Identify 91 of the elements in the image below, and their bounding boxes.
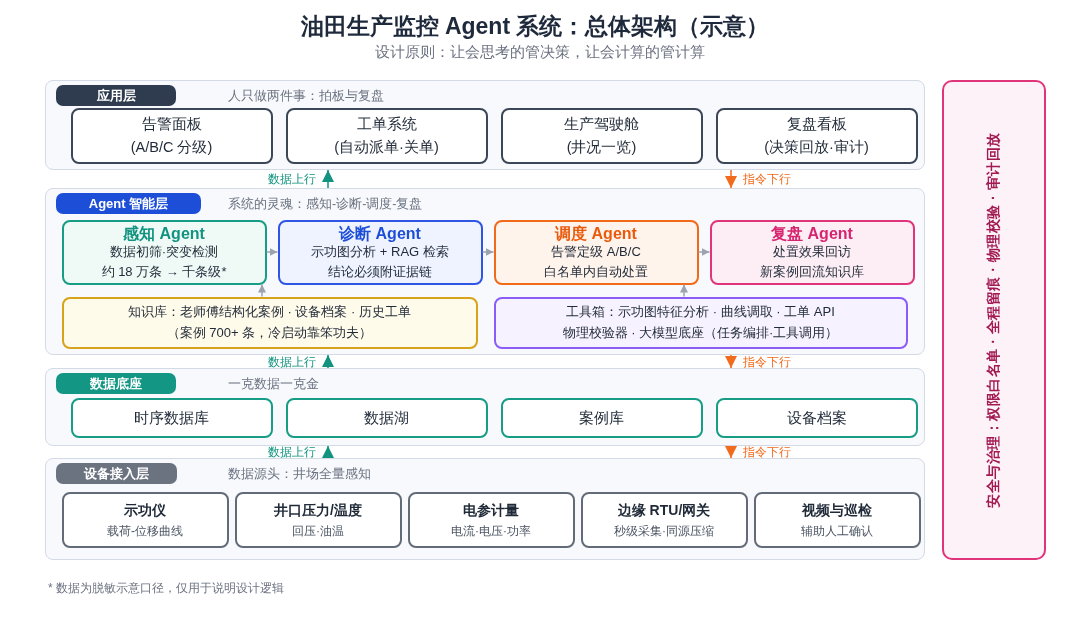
edge-label: 数据上行 bbox=[268, 354, 316, 369]
agent-name: 调度 Agent bbox=[555, 224, 637, 243]
arrow bbox=[725, 169, 737, 189]
toolbox-box bbox=[493, 296, 908, 349]
layer-tag: 应用层 bbox=[56, 85, 176, 106]
knowledge-box bbox=[61, 296, 478, 349]
layer-note: 数据源头：井场全量感知 bbox=[228, 466, 371, 482]
agent-box bbox=[61, 219, 267, 285]
device-name: 视频与巡检 bbox=[802, 500, 872, 519]
layer-tag: Agent 智能层 bbox=[56, 193, 201, 214]
module-box bbox=[500, 107, 703, 164]
device-name: 井口压力/温度 bbox=[274, 500, 362, 519]
module-box bbox=[715, 107, 918, 164]
agent-name: 复盘 Agent bbox=[771, 224, 853, 243]
device-box bbox=[753, 491, 921, 548]
layer-band bbox=[45, 188, 925, 355]
module-name: 复盘看板 bbox=[786, 115, 847, 134]
data-store-box bbox=[70, 397, 273, 438]
device-box bbox=[407, 491, 575, 548]
module-name: 工单系统 bbox=[356, 115, 417, 134]
device-name: 示功仪 bbox=[124, 500, 166, 519]
edge-label: 指令下行 bbox=[743, 444, 791, 460]
arrow bbox=[481, 248, 495, 256]
device-box bbox=[580, 491, 748, 548]
layer-note: 系统的灵魂：感知-诊断-调度-复盘 bbox=[228, 196, 423, 212]
subtitle: 设计原则：让会思考的管决策，让会计算的管计算 bbox=[375, 42, 705, 61]
arrow bbox=[265, 248, 279, 256]
layer-note: 一克数据一克金 bbox=[228, 376, 319, 392]
arrow bbox=[322, 169, 334, 189]
store-name: 时序数据库 bbox=[134, 408, 209, 428]
module-name: 生产驾驶舱 bbox=[564, 115, 639, 134]
module-detail: (井况一览) bbox=[566, 138, 637, 157]
agent-duty: 处置效果回访 bbox=[773, 242, 851, 260]
info-text: （案例 700+ 条，冷启动靠笨功夫） bbox=[166, 324, 373, 342]
data-store-box bbox=[285, 397, 488, 438]
device-box bbox=[234, 491, 402, 548]
governance-text: 安全与治理：权限白名单 · 全程留痕 · 物理校验 · 审计回放 bbox=[985, 132, 1002, 508]
info-text: 知识库：老师傅结构化案例 · 设备档案 · 历史工单 bbox=[127, 303, 412, 321]
diagram-title: 油田生产监控 Agent 系统：总体架构（示意） bbox=[300, 12, 770, 40]
arrow bbox=[322, 354, 334, 369]
layer-tag: 设备接入层 bbox=[56, 463, 177, 484]
layer-note: 人只做两件事：拍板与复盘 bbox=[228, 88, 384, 104]
device-name: 电参计量 bbox=[463, 500, 519, 519]
module-box bbox=[70, 107, 273, 164]
edge-label: 数据上行 bbox=[268, 171, 316, 187]
store-name: 数据湖 bbox=[364, 408, 409, 428]
layer-band bbox=[45, 368, 925, 446]
arrow bbox=[697, 248, 711, 256]
device-detail: 电流·电压·功率 bbox=[451, 522, 531, 539]
device-detail: 载荷-位移曲线 bbox=[107, 522, 183, 539]
agent-duty: 新案例回流知识库 bbox=[760, 262, 864, 280]
agent-box bbox=[277, 219, 483, 285]
layer-band bbox=[45, 458, 925, 560]
module-box bbox=[285, 107, 488, 164]
agent-name: 诊断 Agent bbox=[339, 224, 421, 243]
device-name: 边缘 RTU/网关 bbox=[617, 500, 711, 519]
agent-duty: 白名单内自动处置 bbox=[544, 262, 648, 280]
module-detail: (自动派单·关单) bbox=[334, 138, 439, 157]
agent-box bbox=[709, 219, 915, 285]
data-store-box bbox=[500, 397, 703, 438]
arrow bbox=[258, 283, 266, 298]
agent-duty: 告警定级 A/B/C bbox=[551, 242, 641, 260]
info-text: 工具箱：示功图特征分析 · 曲线调取 · 工单 API bbox=[566, 303, 835, 321]
edge-label: 数据上行 bbox=[268, 444, 316, 460]
arrow bbox=[725, 354, 737, 369]
agent-duty: 示功图分析 + RAG 检索 bbox=[311, 242, 449, 260]
layer-tag: 数据底座 bbox=[56, 373, 176, 394]
data-store-box bbox=[715, 397, 918, 438]
edge-label: 指令下行 bbox=[743, 354, 791, 369]
store-name: 案例库 bbox=[579, 408, 624, 428]
agent-duty: 数据初筛·突变检测 bbox=[109, 242, 219, 260]
agent-box bbox=[493, 219, 699, 285]
agent-duty: 结论必须附证据链 bbox=[328, 262, 432, 280]
device-detail: 回压·油温 bbox=[292, 522, 344, 539]
module-detail: (A/B/C 分级) bbox=[130, 138, 213, 157]
device-box bbox=[61, 491, 229, 548]
device-detail: 秒级采集·同源压缩 bbox=[614, 522, 714, 539]
arrow bbox=[680, 283, 688, 298]
info-text: 物理校验器 · 大模型底座（任务编排·工具调用） bbox=[562, 324, 839, 342]
device-detail: 辅助人工确认 bbox=[801, 522, 873, 539]
governance-bar bbox=[942, 80, 1046, 560]
footnote: * 数据为脱敏示意口径，仅用于说明设计逻辑 bbox=[48, 580, 284, 596]
arrow bbox=[725, 445, 737, 459]
arrow bbox=[322, 445, 334, 459]
store-name: 设备档案 bbox=[786, 408, 847, 428]
agent-duty: 约 18 万条 → 千条级* bbox=[101, 262, 227, 280]
edge-label: 指令下行 bbox=[743, 171, 791, 187]
layer-band bbox=[45, 80, 925, 170]
module-detail: (决策回放·审计) bbox=[764, 138, 869, 157]
agent-name: 感知 Agent bbox=[123, 224, 205, 243]
module-name: 告警面板 bbox=[141, 115, 202, 134]
